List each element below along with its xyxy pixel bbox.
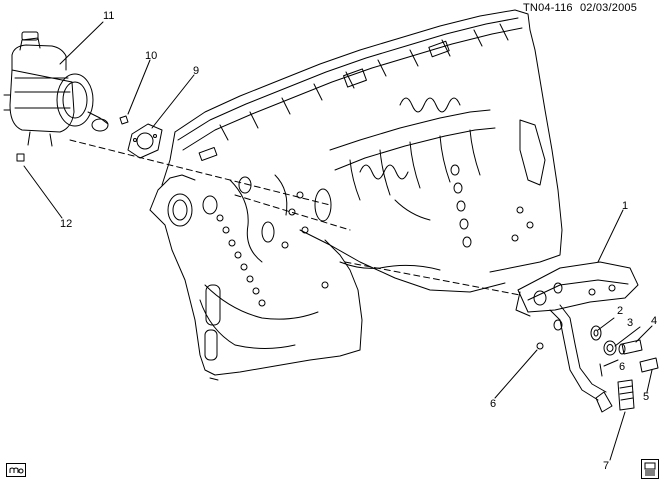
pivot-bushing <box>590 325 602 341</box>
vehicle-symbol-icon <box>641 459 659 479</box>
reference-header: TN04-116 02/03/2005 <box>523 3 637 14</box>
pivot-bolt <box>618 339 643 355</box>
dash-panel <box>69 9 563 381</box>
callout-4: 4 <box>651 315 658 327</box>
brake-pedal-arm <box>549 304 613 413</box>
reference-date: 02/03/2005 <box>579 2 638 14</box>
callout-6-upper: 6 <box>619 361 626 373</box>
callout-2: 2 <box>617 305 624 317</box>
callout-5: 5 <box>643 391 650 403</box>
booster-nut <box>16 153 25 162</box>
callout-1: 1 <box>622 200 629 212</box>
callout-7: 7 <box>603 460 610 472</box>
callout-6-lower: 6 <box>490 398 497 410</box>
callout-12: 12 <box>60 218 73 230</box>
booster-gasket <box>127 123 163 159</box>
reference-id: TN04-116 <box>523 2 573 14</box>
pivot-spacer <box>603 340 617 356</box>
unit-symbol-icon <box>6 463 26 477</box>
retainer-clip <box>119 115 129 125</box>
leader-lines <box>23 21 653 461</box>
callout-3: 3 <box>627 317 634 329</box>
pivot-nut <box>639 357 659 373</box>
pin-lower <box>536 342 544 350</box>
brake-master-cylinder-assembly <box>3 31 109 147</box>
callout-9: 9 <box>193 65 200 77</box>
brake-pedal-bracket <box>515 261 639 317</box>
pedal-pad <box>617 379 635 411</box>
callout-10: 10 <box>145 50 158 62</box>
pin-upper <box>599 363 603 377</box>
callout-11: 11 <box>103 10 115 22</box>
